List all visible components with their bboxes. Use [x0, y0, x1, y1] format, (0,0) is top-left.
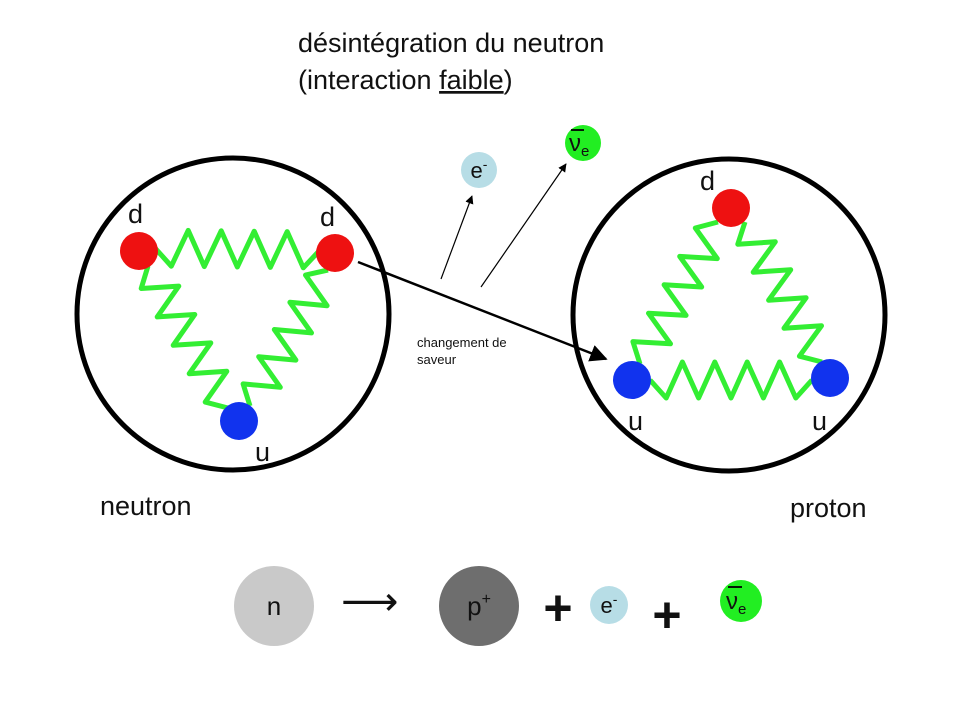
title-line-2-suffix: ): [504, 65, 513, 95]
neutron-gluon-right: [240, 267, 330, 407]
equation-antineutrino-sub: e: [738, 601, 746, 618]
emitted-electron-sup: -: [483, 156, 488, 172]
neutron-quark-d-left: [120, 232, 158, 270]
emitted-antineutrino: νe: [565, 125, 601, 161]
neutron-quark-d-right: [316, 234, 354, 272]
proton-quark-u-left: [613, 361, 651, 399]
neutron-quark-d-right-label: d: [320, 202, 335, 232]
neutron-group: d d u neutron: [74, 155, 392, 521]
proton-quark-u-right-label: u: [812, 406, 827, 436]
proton-gluon-bottom: [648, 359, 814, 401]
decay-equation: n ⟶ p+ + e- + νe: [234, 566, 762, 646]
emitted-antineutrino-symbol: νe: [569, 130, 589, 160]
proton-gluon-right: [735, 221, 824, 365]
antineutrino-emission-arrow: [480, 163, 567, 288]
flavor-change-label-line-2: saveur: [417, 352, 457, 367]
neutron-gluon-top: [153, 227, 322, 271]
proton-quark-u-right: [811, 359, 849, 397]
equation-antineutrino-symbol: νe: [726, 588, 746, 618]
equation-plus-2: +: [652, 587, 681, 643]
neutron-quark-d-left-label: d: [128, 199, 143, 229]
neutron-gluon-left: [138, 265, 230, 411]
title-line-1: désintégration du neutron: [298, 28, 604, 58]
emitted-antineutrino-sub: e: [581, 143, 589, 160]
proton-label: proton: [790, 493, 867, 523]
equation-electron-symbol: e-: [601, 591, 618, 618]
proton-quark-d-label: d: [700, 166, 715, 196]
electron-emission-arrow: [440, 195, 474, 280]
proton-circle: [570, 156, 888, 474]
proton-quark-u-left-label: u: [628, 406, 643, 436]
equation-neutron-circle: [234, 566, 314, 646]
title-underlined-word: faible: [439, 65, 504, 95]
neutron-label: neutron: [100, 491, 192, 521]
emitted-electron-symbol: e-: [471, 156, 488, 183]
proton-gluon-left: [630, 219, 720, 365]
equation-proton-symbol: p+: [467, 591, 491, 621]
equation-electron-sup: -: [613, 591, 618, 607]
neutron-quark-u: [220, 402, 258, 440]
emitted-electron-circle: [461, 152, 497, 188]
equation-arrow: ⟶: [341, 580, 398, 624]
flavor-change-label-line-1: changement de: [417, 335, 507, 350]
equation-antineutrino-circle: [720, 580, 762, 622]
title-line-2: (interaction faible): [298, 65, 513, 95]
neutron-quark-u-label: u: [255, 437, 270, 467]
emitted-antineutrino-circle: [565, 125, 601, 161]
equation-proton-circle: [439, 566, 519, 646]
neutron-circle: [74, 155, 392, 473]
equation-proton-sup: +: [482, 591, 491, 608]
title-line-2-prefix: (interaction: [298, 65, 439, 95]
equation-electron-circle: [590, 586, 628, 624]
equation-neutron-symbol: n: [267, 591, 281, 621]
proton-quark-d: [712, 189, 750, 227]
proton-group: d u u proton: [570, 156, 888, 523]
flavor-change-arrow: [357, 260, 608, 362]
equation-plus-1: +: [543, 580, 572, 636]
emitted-electron: e-: [461, 152, 497, 188]
